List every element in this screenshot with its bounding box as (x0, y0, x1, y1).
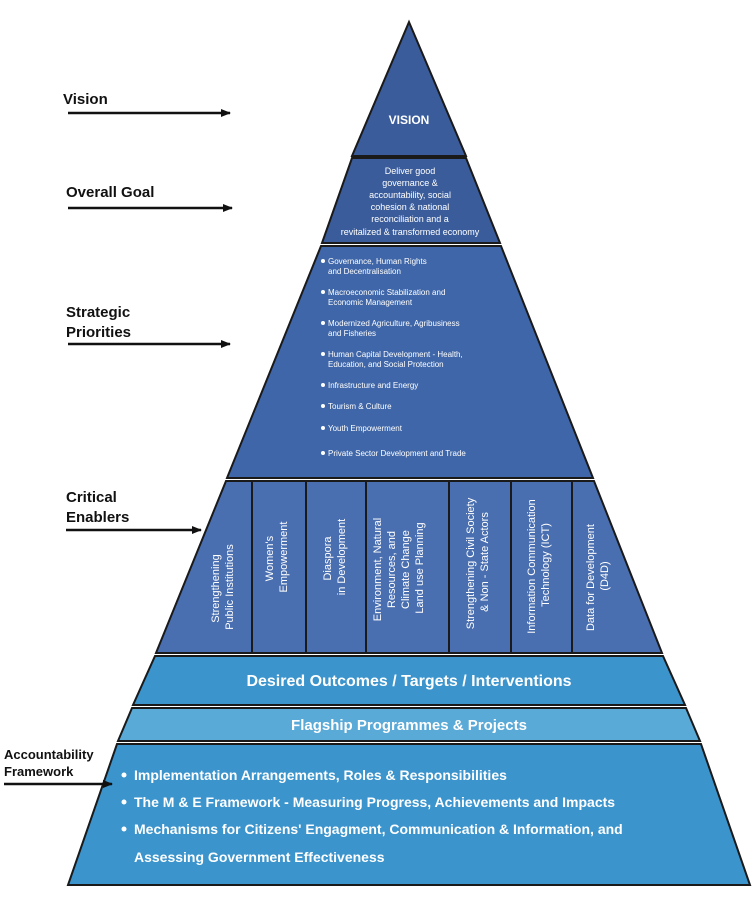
label-enablers: Enablers (66, 509, 129, 526)
priority-item: Infrastructure and Energy (328, 381, 418, 390)
enabler-line: Data for Development (585, 524, 597, 631)
label-vision: Vision (63, 91, 108, 108)
priorities-list: Governance, Human Rights and Decentralis… (321, 257, 466, 458)
goal-line: revitalized & transformed economy (341, 227, 480, 237)
bullet-icon (321, 404, 325, 408)
svg-text:Diaspora in Development: Diaspora in Development (322, 519, 348, 595)
enabler-line: Land use Planning (414, 522, 426, 613)
priority-item: Youth Empowerment (328, 424, 403, 433)
enabler-line: Empowerment (278, 522, 290, 593)
priority-item: Tourism & Culture (328, 402, 392, 411)
bullet-icon (321, 352, 325, 356)
flagship-text: Flagship Programmes & Projects (291, 717, 527, 734)
label-accountability: Accountability (4, 747, 94, 762)
enabler-dividers (251, 481, 573, 653)
enabler-3: Diaspora in Development (322, 519, 348, 595)
flagship-tier (116, 707, 702, 742)
enabler-line: (D4D) (599, 561, 611, 590)
svg-text:Strengthening Public Ins: Strengthening Public Institutions (210, 544, 236, 630)
label-critical: Critical (66, 489, 117, 506)
bullet-icon (321, 290, 325, 294)
enabler-line: Women's (264, 535, 276, 581)
label-overall-goal: Overall Goal (66, 184, 154, 201)
label-arrows (4, 109, 233, 788)
enabler-line: Public Institutions (224, 544, 236, 630)
goal-text: Deliver good governance & accountability… (341, 166, 480, 237)
goal-tier (320, 157, 502, 244)
priority-item: and Decentralisation (328, 267, 401, 276)
bullet-icon (321, 451, 325, 455)
priority-item: Macroeconomic Stabilization and (328, 288, 445, 297)
enabler-line: Resources, and (386, 531, 398, 608)
accountability-item: Assessing Government Effectiveness (134, 849, 385, 865)
enabler-line: Climate Change (400, 530, 412, 609)
vision-text: VISION (389, 113, 430, 127)
accountability-item: Implementation Arrangements, Roles & Res… (134, 767, 507, 783)
label-priorities: Priorities (66, 324, 131, 341)
enabler-2: Women's Empowerment (264, 522, 290, 593)
priority-item: Governance, Human Rights (328, 257, 427, 266)
enabler-5: Strengthening Civil Society & Non - Stat… (465, 495, 491, 630)
priority-item: Modernized Agriculture, Agribusiness (328, 319, 460, 328)
priority-item: Human Capital Development - Health, (328, 350, 463, 359)
svg-text:Data for Development (D4: Data for Development (D4D) (585, 521, 611, 631)
enabler-6: Information Communication Technology (IC… (526, 496, 552, 634)
accountability-item: The M & E Framework - Measuring Progress… (134, 794, 615, 810)
enablers-tier (154, 480, 664, 654)
label-framework: Framework (4, 764, 74, 779)
outcomes-text: Desired Outcomes / Targets / Interventio… (246, 673, 571, 690)
bullet-icon (121, 772, 127, 778)
priorities-tier (225, 245, 595, 479)
priority-item: Economic Management (328, 298, 413, 307)
svg-text:Strengthening Civil Society: Strengthening Civil Society & Non - Stat… (465, 495, 491, 630)
goal-line: governance & (382, 178, 438, 188)
enabler-line: & Non - State Actors (479, 512, 491, 612)
priority-item: Private Sector Development and Trade (328, 449, 466, 458)
goal-line: accountability, social (369, 190, 451, 200)
label-strategic: Strategic (66, 304, 130, 321)
outcomes-tier (131, 655, 687, 706)
bullet-icon (321, 426, 325, 430)
svg-text:Environment, Natural Res: Environment, Natural Resources, and Clim… (372, 515, 426, 621)
priority-item: Education, and Social Protection (328, 360, 444, 369)
svg-text:Women's Empowerment: Women's Empowerment (264, 522, 290, 593)
accountability-item: Mechanisms for Citizens' Engagment, Comm… (134, 821, 623, 837)
enabler-line: in Development (336, 519, 348, 595)
priority-item: and Fisheries (328, 329, 376, 338)
vision-tier (350, 19, 468, 157)
bullet-icon (321, 259, 325, 263)
bullet-icon (321, 321, 325, 325)
enabler-line: Technology (ICT) (540, 523, 552, 607)
bullet-icon (321, 383, 325, 387)
bullet-icon (121, 826, 127, 832)
enabler-line: Environment, Natural (372, 518, 384, 621)
enabler-line: Strengthening Civil Society (465, 497, 477, 629)
goal-line: cohesion & national (371, 202, 450, 212)
enabler-line: Strengthening (210, 554, 222, 623)
svg-text:Information Communication: Information Communication Technology (IC… (526, 496, 552, 634)
bullet-icon (121, 799, 127, 805)
accountability-list: Implementation Arrangements, Roles & Res… (121, 767, 623, 865)
goal-line: reconciliation and a (371, 214, 449, 224)
enabler-line: Diaspora (322, 536, 334, 581)
enabler-7: Data for Development (D4D) (585, 521, 611, 631)
enabler-line: Information Communication (526, 499, 538, 634)
enabler-4: Environment, Natural Resources, and Clim… (372, 515, 426, 621)
goal-line: Deliver good (385, 166, 436, 176)
accountability-tier (66, 743, 752, 886)
enabler-1: Strengthening Public Institutions (210, 544, 236, 630)
